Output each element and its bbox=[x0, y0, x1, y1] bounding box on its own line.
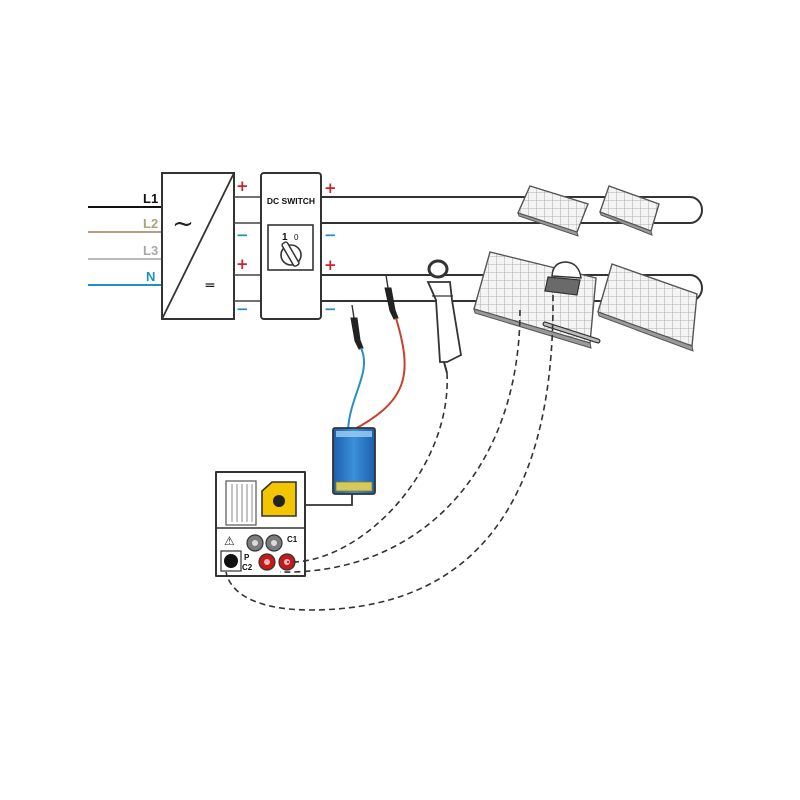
pv-panel-4 bbox=[597, 263, 698, 352]
label-l1: L1 bbox=[143, 191, 158, 206]
irradiance-sensor-icon bbox=[544, 261, 582, 296]
clamp-cable bbox=[286, 372, 448, 563]
switch-plus-1: + bbox=[324, 179, 337, 197]
temperature-probe-icon bbox=[542, 321, 601, 344]
dc-switch-title: DC SWITCH bbox=[267, 196, 315, 206]
switch-minus-1: − bbox=[324, 226, 337, 244]
ac-symbol-icon: ~ bbox=[172, 209, 194, 239]
rotary-knob-icon[interactable] bbox=[280, 241, 302, 267]
port-label-c2: C2 bbox=[242, 563, 253, 572]
inverter-plus-2: + bbox=[236, 255, 249, 273]
probe-lead-red bbox=[352, 317, 406, 431]
switch-minus-2: − bbox=[324, 300, 337, 318]
label-l3: L3 bbox=[143, 243, 158, 258]
port-label-p: P bbox=[244, 553, 250, 562]
dc-switch-polarity-marks: + − + − bbox=[324, 179, 337, 318]
probe-lead-blue bbox=[347, 347, 366, 431]
inverter-plus-1: + bbox=[236, 177, 249, 195]
measuring-instrument: ⚠ C1 P C2 bbox=[215, 471, 306, 577]
black-probe-blue-lead bbox=[350, 304, 364, 350]
selector-knob-icon[interactable] bbox=[261, 481, 297, 517]
battery-adapter bbox=[332, 427, 376, 495]
temperature-cable bbox=[279, 309, 521, 573]
string-1-cable bbox=[321, 196, 703, 224]
ac-input-lines: L1 L2 L3 N bbox=[88, 191, 162, 286]
instrument-vent bbox=[225, 480, 257, 526]
pv-panel-1 bbox=[517, 185, 589, 237]
port-black[interactable] bbox=[220, 550, 242, 572]
inverter-minus-1: − bbox=[236, 226, 249, 244]
port-red-1[interactable] bbox=[258, 553, 276, 571]
irradiance-cable bbox=[225, 294, 554, 611]
switch-plus-2: + bbox=[324, 256, 337, 274]
port-grey-1[interactable] bbox=[246, 534, 264, 552]
inverter: ~ ═ bbox=[161, 172, 235, 320]
inverter-diagonal bbox=[161, 172, 235, 320]
sensor-cables-dashed bbox=[225, 294, 554, 611]
dc-switch: DC SWITCH 1 0 bbox=[260, 172, 322, 320]
dc-switch-pos-off: 0 bbox=[294, 233, 299, 242]
warning-icon: ⚠ bbox=[224, 534, 235, 548]
inverter-minus-2: − bbox=[236, 300, 249, 318]
label-n: N bbox=[146, 269, 155, 284]
pv-panel-2 bbox=[599, 185, 660, 236]
port-grey-2[interactable] bbox=[265, 534, 283, 552]
adapter-cable bbox=[288, 494, 353, 506]
clamp-jaw-icon bbox=[427, 259, 449, 279]
inverter-dc-leads bbox=[234, 196, 261, 302]
dc-switch-pos-on: 1 bbox=[282, 232, 288, 243]
black-probe-red-lead bbox=[384, 274, 399, 320]
label-l2: L2 bbox=[143, 216, 158, 231]
dc-symbol-icon: ═ bbox=[205, 278, 215, 294]
clamp-body bbox=[426, 281, 462, 363]
current-clamp bbox=[426, 259, 462, 374]
port-label-c1: C1 bbox=[287, 535, 298, 544]
inverter-polarity-marks: + − + − bbox=[236, 177, 249, 318]
